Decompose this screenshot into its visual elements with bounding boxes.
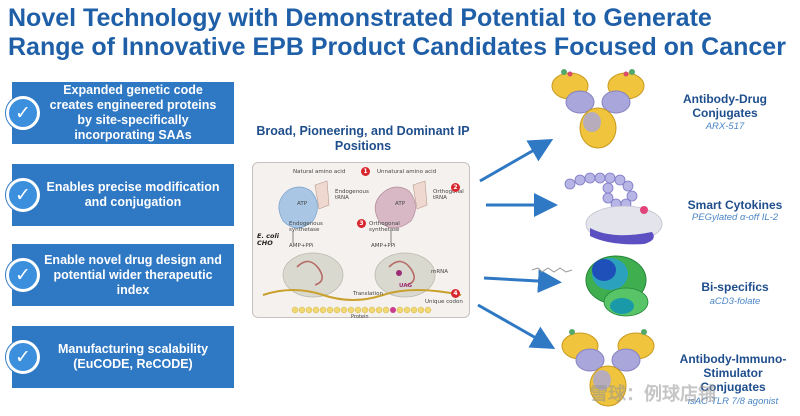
checkmark-icon: ✓: [6, 340, 40, 374]
feature-text: Expanded genetic code creates engineered…: [49, 83, 217, 142]
feature-box-expanded-genetic-code: Expanded genetic code creates engineered…: [12, 82, 234, 144]
smart-cytokine-molecule-icon: [564, 172, 663, 245]
product-title-adc: Antibody-Drug Conjugates: [683, 92, 767, 120]
feature-text: Enable novel drug design and potential w…: [44, 252, 222, 297]
ip-positions-title: Broad, Pioneering, and Dominant IP Posit…: [256, 124, 470, 153]
feature-box-manufacturing-scalability: Manufacturing scalability (EuCODE, ReCOD…: [12, 326, 234, 388]
feature-box-precise-modification: Enables precise modification and conjuga…: [12, 164, 234, 226]
product-title-bispecifics: Bi-specifics: [701, 280, 769, 294]
label-amp-ppi-left: AMP+PPi: [289, 243, 314, 249]
label-unnatural-amino-acid: Unnatural amino acid: [377, 169, 437, 175]
slide-title-line-2: Range of Innovative EPB Product Candidat…: [8, 33, 786, 61]
checkmark-icon: ✓: [6, 178, 40, 212]
slide-title-line-1: Novel Technology with Demonstrated Poten…: [8, 4, 712, 32]
label-protein: Protein: [351, 314, 369, 320]
product-title-aisc: Antibody-Immuno-Stimulator Conjugates: [679, 352, 787, 394]
step-marker-2: 2: [451, 183, 460, 192]
slide-title: Novel Technology with Demonstrated Poten…: [8, 4, 792, 62]
label-atp-left: ATP: [297, 201, 308, 207]
label-amp-ppi-right: AMP+PPi: [371, 243, 396, 249]
genetic-code-diagram: Natural amino acid Unnatural amino acid …: [252, 162, 470, 320]
step-marker-1: 1: [361, 167, 370, 176]
feature-box-novel-drug-design: Enable novel drug design and potential w…: [12, 244, 234, 306]
watermark-text: 雪球：例球店铺: [590, 384, 716, 405]
arrow-to-adc: [479, 139, 554, 183]
label-orthogonal-trna: Orthogonal tRNA: [433, 189, 464, 201]
label-mrna: mRNA: [431, 269, 449, 275]
checkmark-icon: ✓: [6, 258, 40, 292]
bispecific-molecule-icon: [532, 255, 649, 317]
label-organism: E. coli CHO: [257, 232, 279, 247]
product-subtitle-bispecifics: aCD3-folate: [709, 296, 761, 307]
product-subtitle-adc: ARX-517: [705, 121, 745, 132]
label-unique-codon: Unique codon: [425, 299, 463, 305]
feature-text: Enables precise modification and conjuga…: [46, 180, 220, 209]
product-title-smart-cytokines: Smart Cytokines: [687, 198, 783, 212]
label-uag: UAG: [399, 283, 413, 289]
product-subtitle-smart-cytokines: PEGylated α-off IL-2: [691, 212, 779, 223]
label-translation: Translation: [353, 291, 383, 297]
genetic-code-diagram-art: [262, 180, 462, 314]
label-natural-amino-acid: Natural amino acid: [293, 169, 346, 175]
label-endogenous-trna: Endogenous tRNA: [335, 189, 369, 201]
feature-text: Manufacturing scalability (EuCODE, ReCOD…: [57, 342, 209, 371]
step-marker-3: 3: [357, 219, 366, 228]
step-marker-4: 4: [451, 289, 460, 298]
checkmark-icon: ✓: [6, 96, 40, 130]
product-subtitle-aisc: isAC-TLR 7/8 agonist: [687, 396, 779, 407]
aisc-molecule-icon: [561, 329, 655, 407]
adc-molecule-icon: [551, 69, 645, 149]
label-atp-right: ATP: [395, 201, 406, 207]
label-orthogonal-synthetase: Orthogonal synthetase: [369, 221, 400, 233]
label-endogenous-synthetase: Endogenous synthetase: [289, 221, 323, 233]
